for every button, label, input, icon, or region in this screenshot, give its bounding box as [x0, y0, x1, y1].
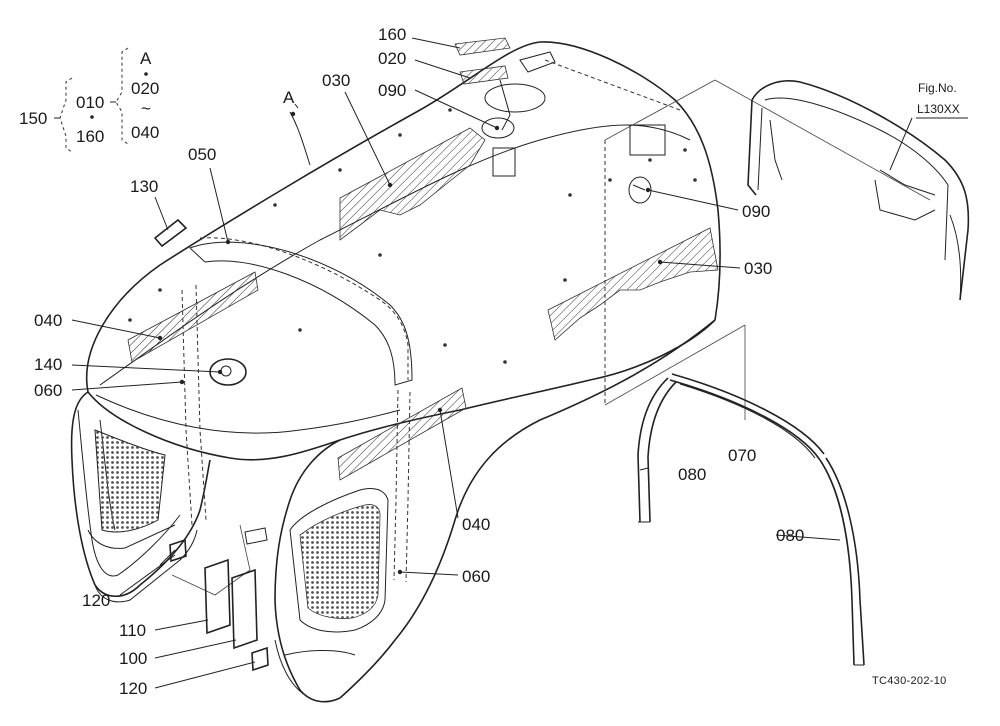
callout-060-right: 060 [462, 567, 490, 586]
label-group-A: A [140, 49, 152, 68]
callout-070: 070 [728, 446, 756, 465]
callout-030-top: 030 [322, 71, 350, 90]
decal-020 [459, 65, 509, 85]
rear-frame [747, 80, 970, 301]
seal-080-left [637, 377, 677, 523]
pad-120-lower [251, 646, 269, 672]
label-group-020: 020 [131, 79, 159, 98]
callout-160: 160 [378, 25, 406, 44]
callout-120-lower: 120 [119, 679, 147, 698]
drawing-code: TC430-202-10 [872, 675, 947, 687]
decal-040-right [337, 387, 467, 481]
label-group-040: 040 [131, 123, 159, 142]
seal-080-right [819, 457, 865, 666]
group-dot-left [90, 115, 94, 119]
pad-100 [231, 568, 258, 650]
callout-A: A [283, 88, 295, 107]
group-ticks [54, 101, 116, 119]
callout-030-right: 030 [744, 259, 772, 278]
bracket-small [244, 527, 268, 545]
clip-130 [153, 218, 188, 248]
callout-020: 020 [378, 49, 406, 68]
rib-050 [189, 237, 413, 386]
callout-040-right: 040 [462, 515, 490, 534]
fig-no-value: L130XX [917, 102, 960, 116]
label-group-tilde: ~ [141, 99, 151, 118]
callout-090-top: 090 [378, 81, 406, 100]
callout-130: 130 [130, 177, 158, 196]
callout-080-left: 080 [678, 465, 706, 484]
pad-120-upper [169, 538, 187, 563]
decal-030-upper [339, 127, 486, 241]
fig-no-label: Fig.No. [918, 81, 957, 95]
callout-100: 100 [119, 649, 147, 668]
callout-060-left: 060 [34, 381, 62, 400]
label-group-160: 160 [76, 127, 104, 146]
callout-120-upper: 120 [82, 591, 110, 610]
callout-110: 110 [119, 621, 146, 640]
callout-040-left: 040 [34, 311, 62, 330]
callout-090-right: 090 [742, 202, 770, 221]
pad-110 [204, 558, 231, 635]
top-opening [481, 51, 556, 177]
decal-040-left [127, 271, 259, 363]
label-150: 150 [19, 109, 47, 128]
decal-160 [454, 37, 511, 56]
decal-030-lower [547, 227, 719, 341]
seal-070 [669, 373, 825, 461]
callout-140: 140 [34, 355, 62, 374]
bolt-090 [628, 124, 666, 204]
callout-050: 050 [188, 145, 216, 164]
rivet-dots [128, 108, 697, 364]
leader-lines [71, 37, 968, 689]
leader-dots [157, 111, 663, 575]
hood-body [70, 41, 721, 703]
label-010: 010 [76, 93, 104, 112]
callout-080-right: 080 [776, 526, 804, 545]
group-dot-right [144, 72, 148, 76]
